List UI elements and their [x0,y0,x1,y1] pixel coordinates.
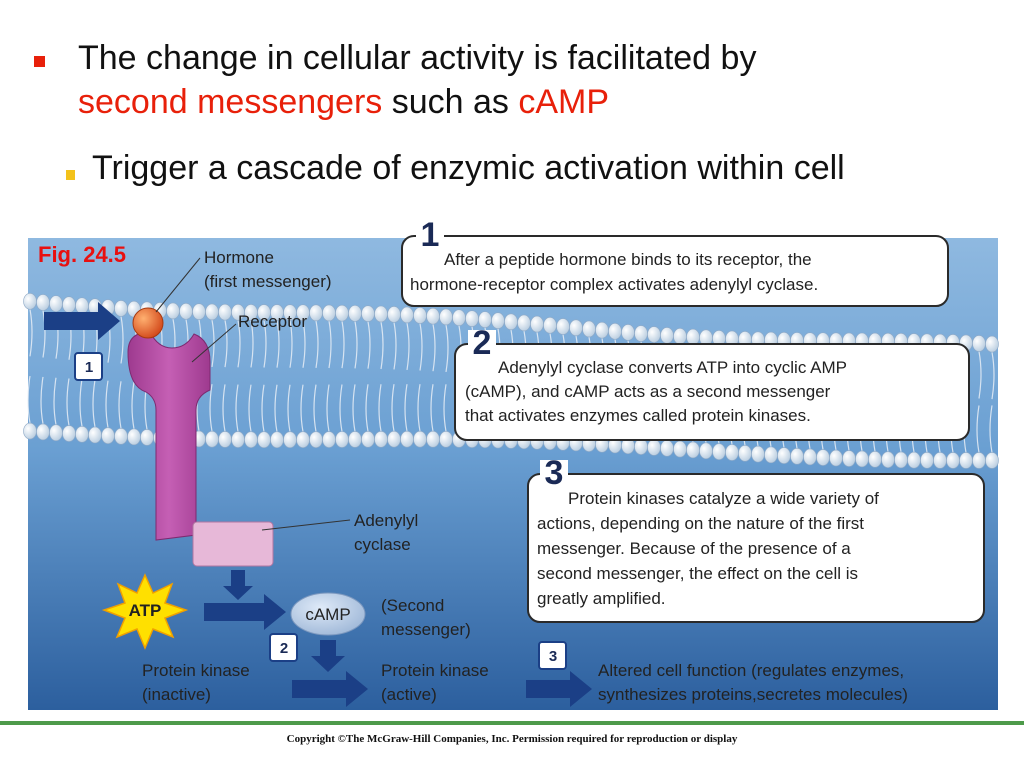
copyright-notice: Copyright ©The McGraw-Hill Companies, In… [286,733,738,745]
bullet-main: The change in cellular activity is facil… [78,36,1008,124]
callout-3-line-4: second messenger, the effect on the cell… [537,564,858,583]
adenylyl-cyclase [192,521,274,567]
second-messenger-diagram: Fig. 24.5 1 Hormone (first messenger) Re… [23,216,999,710]
atp-starburst-icon [101,573,189,650]
label-hormone: Hormone [204,248,274,267]
label-pk-active-1: Protein kinase [381,661,489,680]
hormone-leader-line [155,257,201,313]
label-second: (Second [381,596,444,615]
label-receptor: Receptor [238,312,307,331]
atp-to-camp-arrow-icon [204,594,286,630]
callout-step-1: 1 After a peptide hormone binds to its r… [401,216,949,307]
label-messenger: messenger) [381,620,471,639]
step-badge-1 [74,352,103,381]
bullet-sub: Trigger a cascade of enzymic activation … [92,149,845,187]
label-altered-2: synthesizes proteins,secretes molecules) [598,685,908,704]
step-badge-3-label: 3 [549,648,557,665]
callout-3-line-5: greatly amplified. [537,589,666,608]
bullet-main-text-1: The change in cellular activity is facil… [78,39,757,77]
camp-molecule [290,592,366,636]
label-adenylyl: Adenylyl [354,511,418,530]
callout-1-line-2: hormone-receptor complex activates adeny… [410,275,818,294]
bullet-marker-red [34,56,45,67]
cyclase-down-arrow-icon [223,570,253,600]
camp-down-arrow-icon [311,640,345,672]
label-pk-inactive-2: (inactive) [142,685,211,704]
label-pk-inactive-1: Protein kinase [142,661,250,680]
hormone-molecule [132,307,164,339]
adenylyl-leader-line [261,519,351,531]
step-badge-1-label: 1 [85,359,93,376]
callout-3-line-1: Protein kinases catalyze a wide variety … [568,489,879,508]
altered-function-arrow-icon [526,671,592,707]
callout-3-number: 3 [545,454,564,492]
highlight-second-messengers: second messengers [78,83,383,121]
bullet-main-text-2: such as [382,83,519,121]
footer-divider [0,721,1024,725]
figure-label: Fig. 24.5 [38,242,126,267]
callout-2-line-1: Adenylyl cyclase converts ATP into cycli… [498,358,847,377]
label-pk-active-2: (active) [381,685,437,704]
bullet-marker-yellow [66,170,75,180]
label-atp: ATP [129,601,162,620]
callout-3-line-2: actions, depending on the nature of the … [537,514,864,533]
callout-step-2: 2 Adenylyl cyclase converts ATP into cyc… [454,324,970,441]
callout-2-line-2: (cAMP), and cAMP acts as a second messen… [465,382,831,401]
callout-1-line-1: After a peptide hormone binds to its rec… [444,250,812,269]
callout-2-line-3: that activates enzymes called protein ki… [465,406,811,425]
label-camp: cAMP [305,605,350,624]
highlight-camp: cAMP [518,83,610,121]
callout-3-line-3: messenger. Because of the presence of a [537,539,851,558]
bullet-list: The change in cellular activity is facil… [0,0,1024,215]
step-badge-2-label: 2 [280,640,288,657]
callout-2-number: 2 [473,324,492,362]
step-badge-2 [269,633,298,662]
receptor-leader-line [191,323,237,363]
pk-activation-arrow-icon [292,671,368,707]
label-first-messenger: (first messenger) [204,272,332,291]
label-cyclase: cyclase [354,535,411,554]
callout-step-3: 3 Protein kinases catalyze a wide variet… [527,454,985,623]
step-badge-3 [538,641,567,670]
callout-1-number: 1 [421,216,440,254]
label-altered-1: Altered cell function (regulates enzymes… [598,661,904,680]
entry-arrow-icon [44,302,120,340]
